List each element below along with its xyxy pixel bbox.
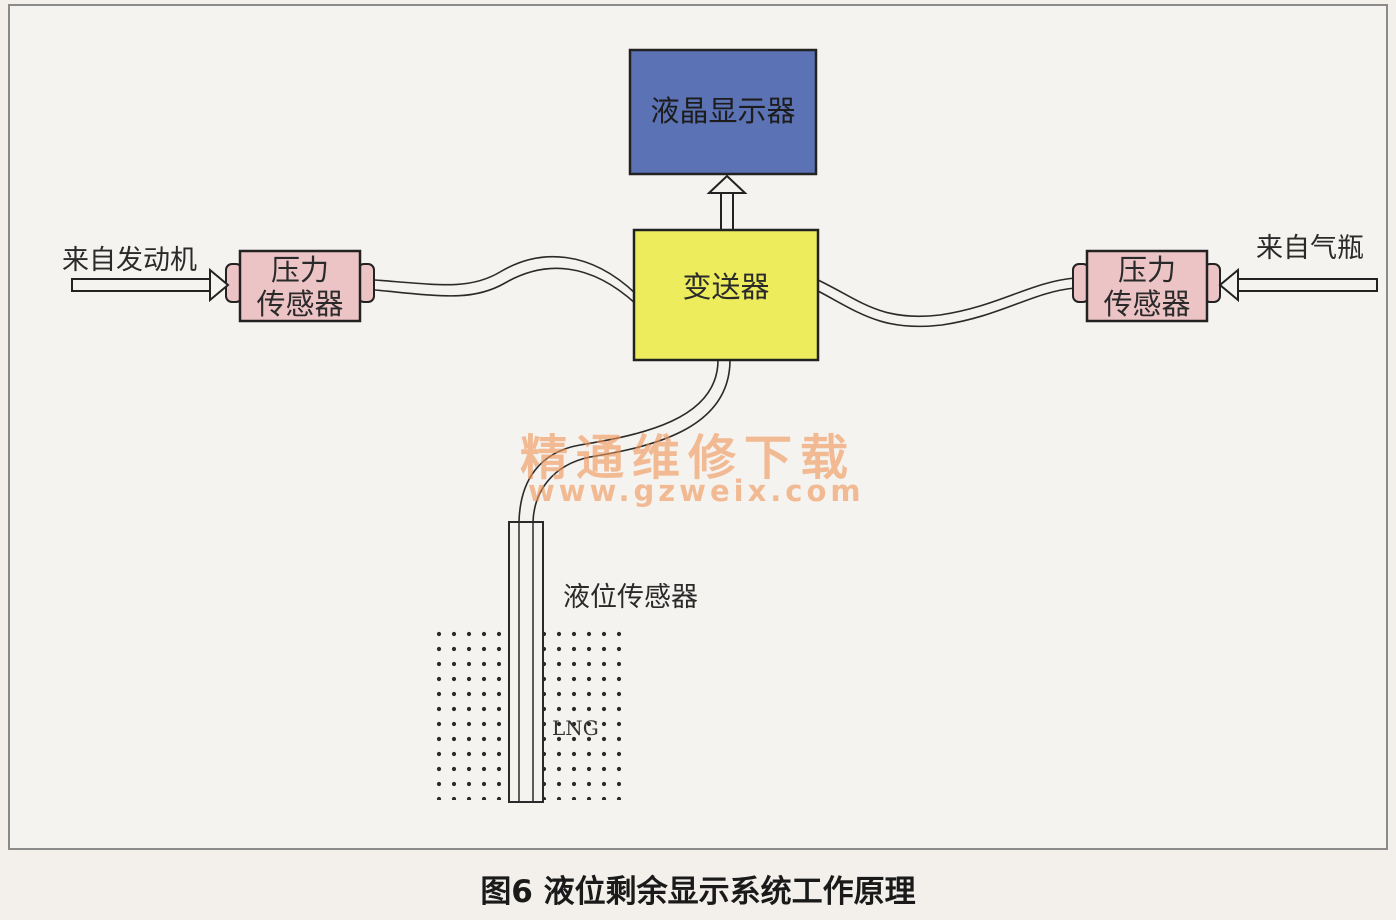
arrow-from-engine	[71, 267, 230, 303]
right-sensor-cable	[817, 277, 1076, 328]
transmitter-box	[632, 228, 820, 362]
level-sensor-label: 液位传感器	[563, 582, 698, 613]
level-sensor-tube	[508, 521, 544, 803]
right-sensor-label-line2: 传感器	[1103, 287, 1191, 321]
watermark-title: 精通维修下载	[520, 430, 857, 486]
lcd-display-box	[628, 48, 818, 176]
left-pressure-sensor	[225, 249, 375, 323]
figure-caption: 图6 液位剩余显示系统工作原理	[480, 874, 916, 910]
arrow-from-cylinder	[1218, 267, 1378, 303]
left-sensor-cable	[374, 255, 637, 305]
transmitter-label: 变送器	[682, 270, 770, 304]
arrow-up-to-lcd	[706, 174, 748, 231]
lcd-label: 液晶显示器	[650, 94, 796, 128]
left-sensor-label-line1: 压力	[270, 253, 329, 287]
from-engine-label: 来自发动机	[62, 245, 197, 276]
left-sensor-label-line2: 传感器	[256, 287, 344, 321]
watermark-url: www.gzweix.com	[528, 474, 865, 508]
lng-label: LNG	[552, 716, 599, 740]
right-sensor-label-line1: 压力	[1117, 253, 1176, 287]
right-pressure-sensor	[1072, 249, 1221, 323]
level-sensor-cable	[518, 359, 731, 523]
from-cylinder-label: 来自气瓶	[1256, 233, 1364, 264]
